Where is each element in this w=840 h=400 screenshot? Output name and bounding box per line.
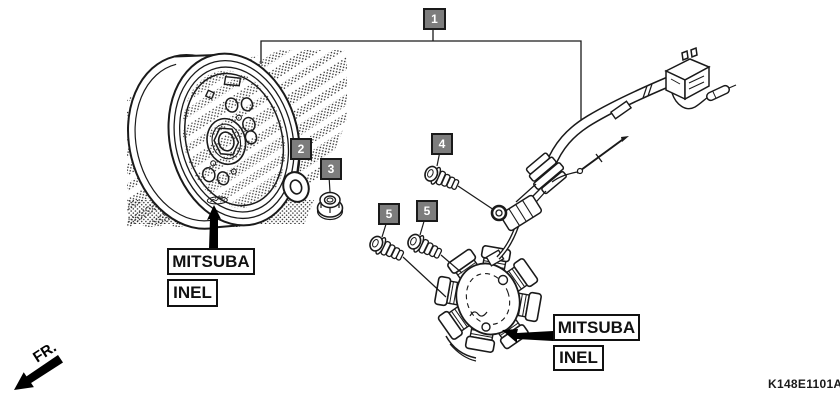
stator-manufacturer-label-2: INEL — [553, 345, 604, 371]
wire-harness — [492, 48, 736, 258]
flywheel-manufacturer-label-2: INEL — [167, 279, 218, 307]
flywheel-manufacturer-label: MITSUBA — [167, 248, 255, 275]
bolt-leader-lines — [403, 186, 494, 297]
callout-1-bracket — [261, 28, 581, 123]
stator-assembly — [434, 245, 541, 361]
flywheel-pointer-arrow — [207, 205, 221, 249]
harness-grommet — [523, 150, 570, 196]
flange-bolt-4 — [421, 162, 462, 195]
washer — [279, 169, 312, 205]
mount-eyelet — [492, 206, 506, 220]
probe-wire — [552, 136, 629, 182]
bullet-terminal — [672, 84, 736, 108]
flange-bolt-5-right — [404, 230, 445, 264]
callout-2[interactable]: 2 — [290, 138, 312, 160]
callout-4[interactable]: 4 — [431, 133, 453, 155]
callout-1[interactable]: 1 — [423, 8, 446, 30]
fr-direction-arrow — [14, 355, 63, 390]
flange-bolt-5-left — [366, 232, 407, 266]
callout-leader-lines — [297, 151, 440, 237]
stator-core-plate — [447, 255, 530, 344]
harness-bracket — [500, 194, 543, 231]
diagram-code: K148E1101A — [768, 377, 840, 391]
harness-connector — [666, 48, 709, 99]
stator-pointer-arrow — [502, 329, 553, 343]
callout-5-left[interactable]: 5 — [378, 203, 400, 225]
flange-nut — [318, 193, 343, 220]
harness-clamp-band — [611, 101, 631, 118]
callout-5-right[interactable]: 5 — [416, 200, 438, 222]
stator-manufacturer-label: MITSUBA — [553, 314, 640, 341]
callout-3[interactable]: 3 — [320, 158, 342, 180]
